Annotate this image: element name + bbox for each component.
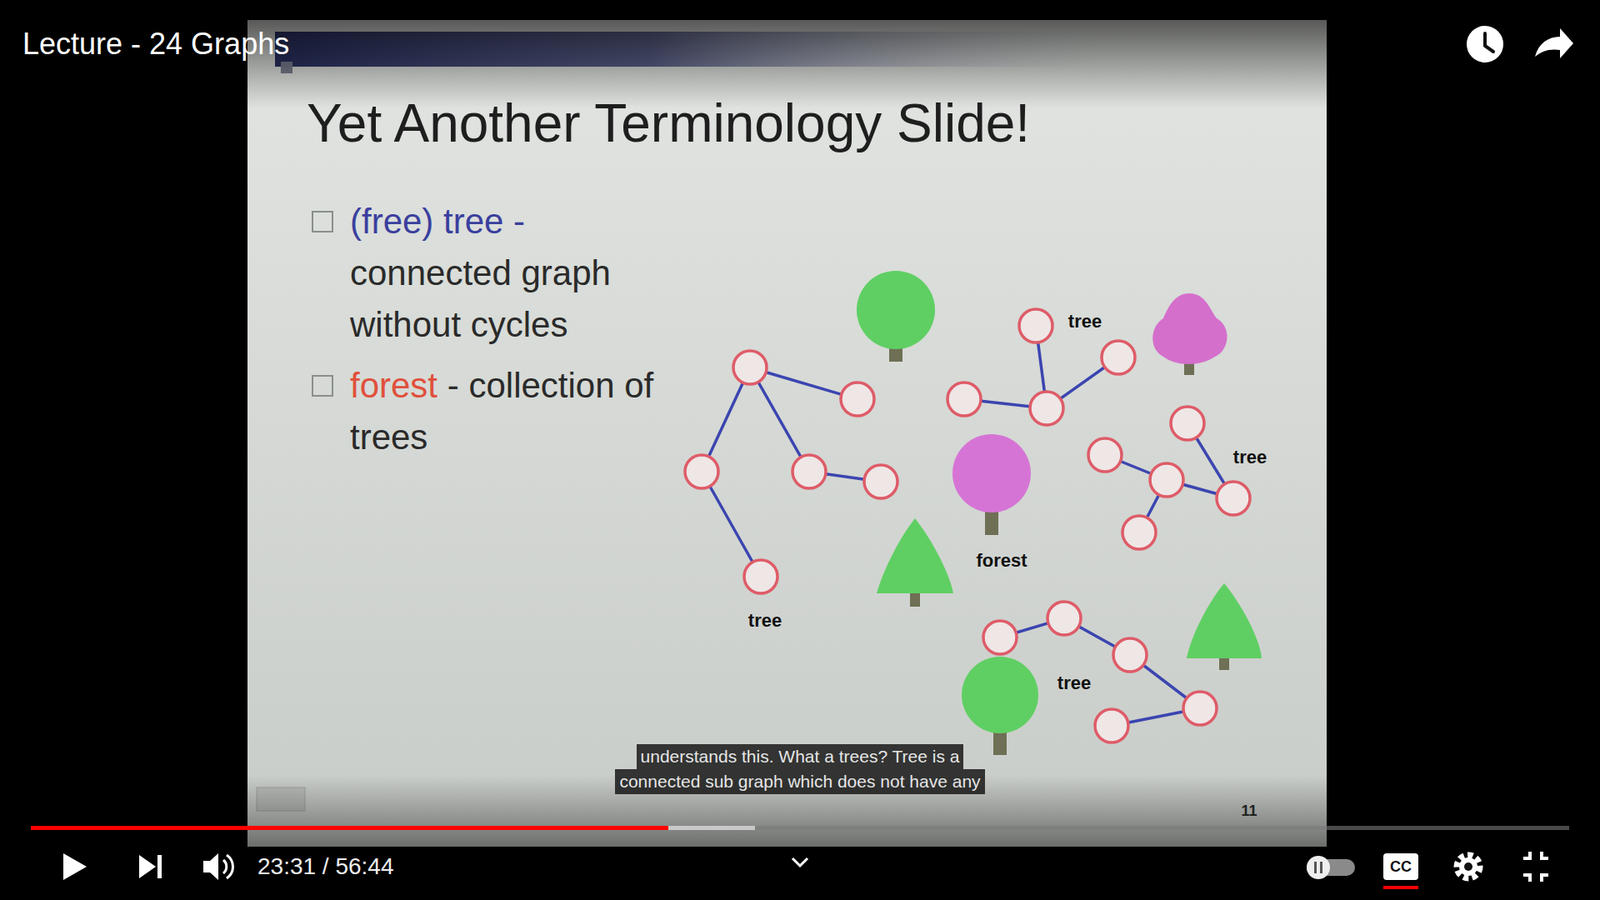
definition-text: connected graph without cycles <box>350 247 717 351</box>
top-shade <box>0 0 1600 109</box>
graph-edges <box>701 325 1234 726</box>
tree-clipart <box>856 270 1262 755</box>
bullet-text: forest- collection of trees <box>350 360 717 464</box>
slide-panel <box>247 20 1327 847</box>
share-icon <box>1535 28 1574 59</box>
play-icon <box>63 853 87 880</box>
forest-label: forest <box>975 550 1027 571</box>
video-title: Lecture - 24 Graphs <box>22 26 290 61</box>
time-display: 23:31 / 56:44 <box>257 853 394 880</box>
cc-box <box>1383 853 1419 880</box>
bullet-square <box>312 375 333 396</box>
autoplay-toggle <box>1306 855 1355 880</box>
subtitle-row: understands this. What a trees? Tree is … <box>550 744 1050 770</box>
cc-text: CC <box>1390 858 1412 876</box>
bullet-text: (free) tree - connected graph without cyc… <box>350 195 717 351</box>
progress-track <box>30 825 1570 830</box>
slide-title: Yet Another Terminology Slide! <box>306 93 1030 155</box>
bullet-square <box>312 211 333 232</box>
subtitle-line: connected sub graph which does not have … <box>615 769 985 795</box>
tree-label: tree <box>748 610 782 631</box>
watch-later-icon <box>1466 25 1504 63</box>
slide-number: 11 <box>1240 802 1257 820</box>
cc-underline <box>1383 885 1419 890</box>
progress-buffer <box>30 825 755 830</box>
subtitle-box: understands this. What a trees? Tree is … <box>550 744 1050 795</box>
exit-fullscreen-icon <box>1523 851 1549 882</box>
next-icon <box>139 855 162 879</box>
subtitle-line: understands this. What a trees? Tree is … <box>636 744 965 770</box>
graph-vertices <box>685 309 1250 743</box>
progress-played <box>30 825 669 830</box>
tree-label: tree <box>1057 672 1091 694</box>
tree-label: tree <box>1068 310 1102 332</box>
term-text: (free) tree - <box>350 201 525 241</box>
term-text: forest <box>350 365 438 405</box>
tree-label: tree <box>1233 446 1267 468</box>
volume-icon <box>203 853 234 880</box>
chevron-icon <box>792 858 808 866</box>
settings-icon <box>1457 855 1480 878</box>
subtitle-row: connected sub graph which does not have … <box>550 769 1050 795</box>
